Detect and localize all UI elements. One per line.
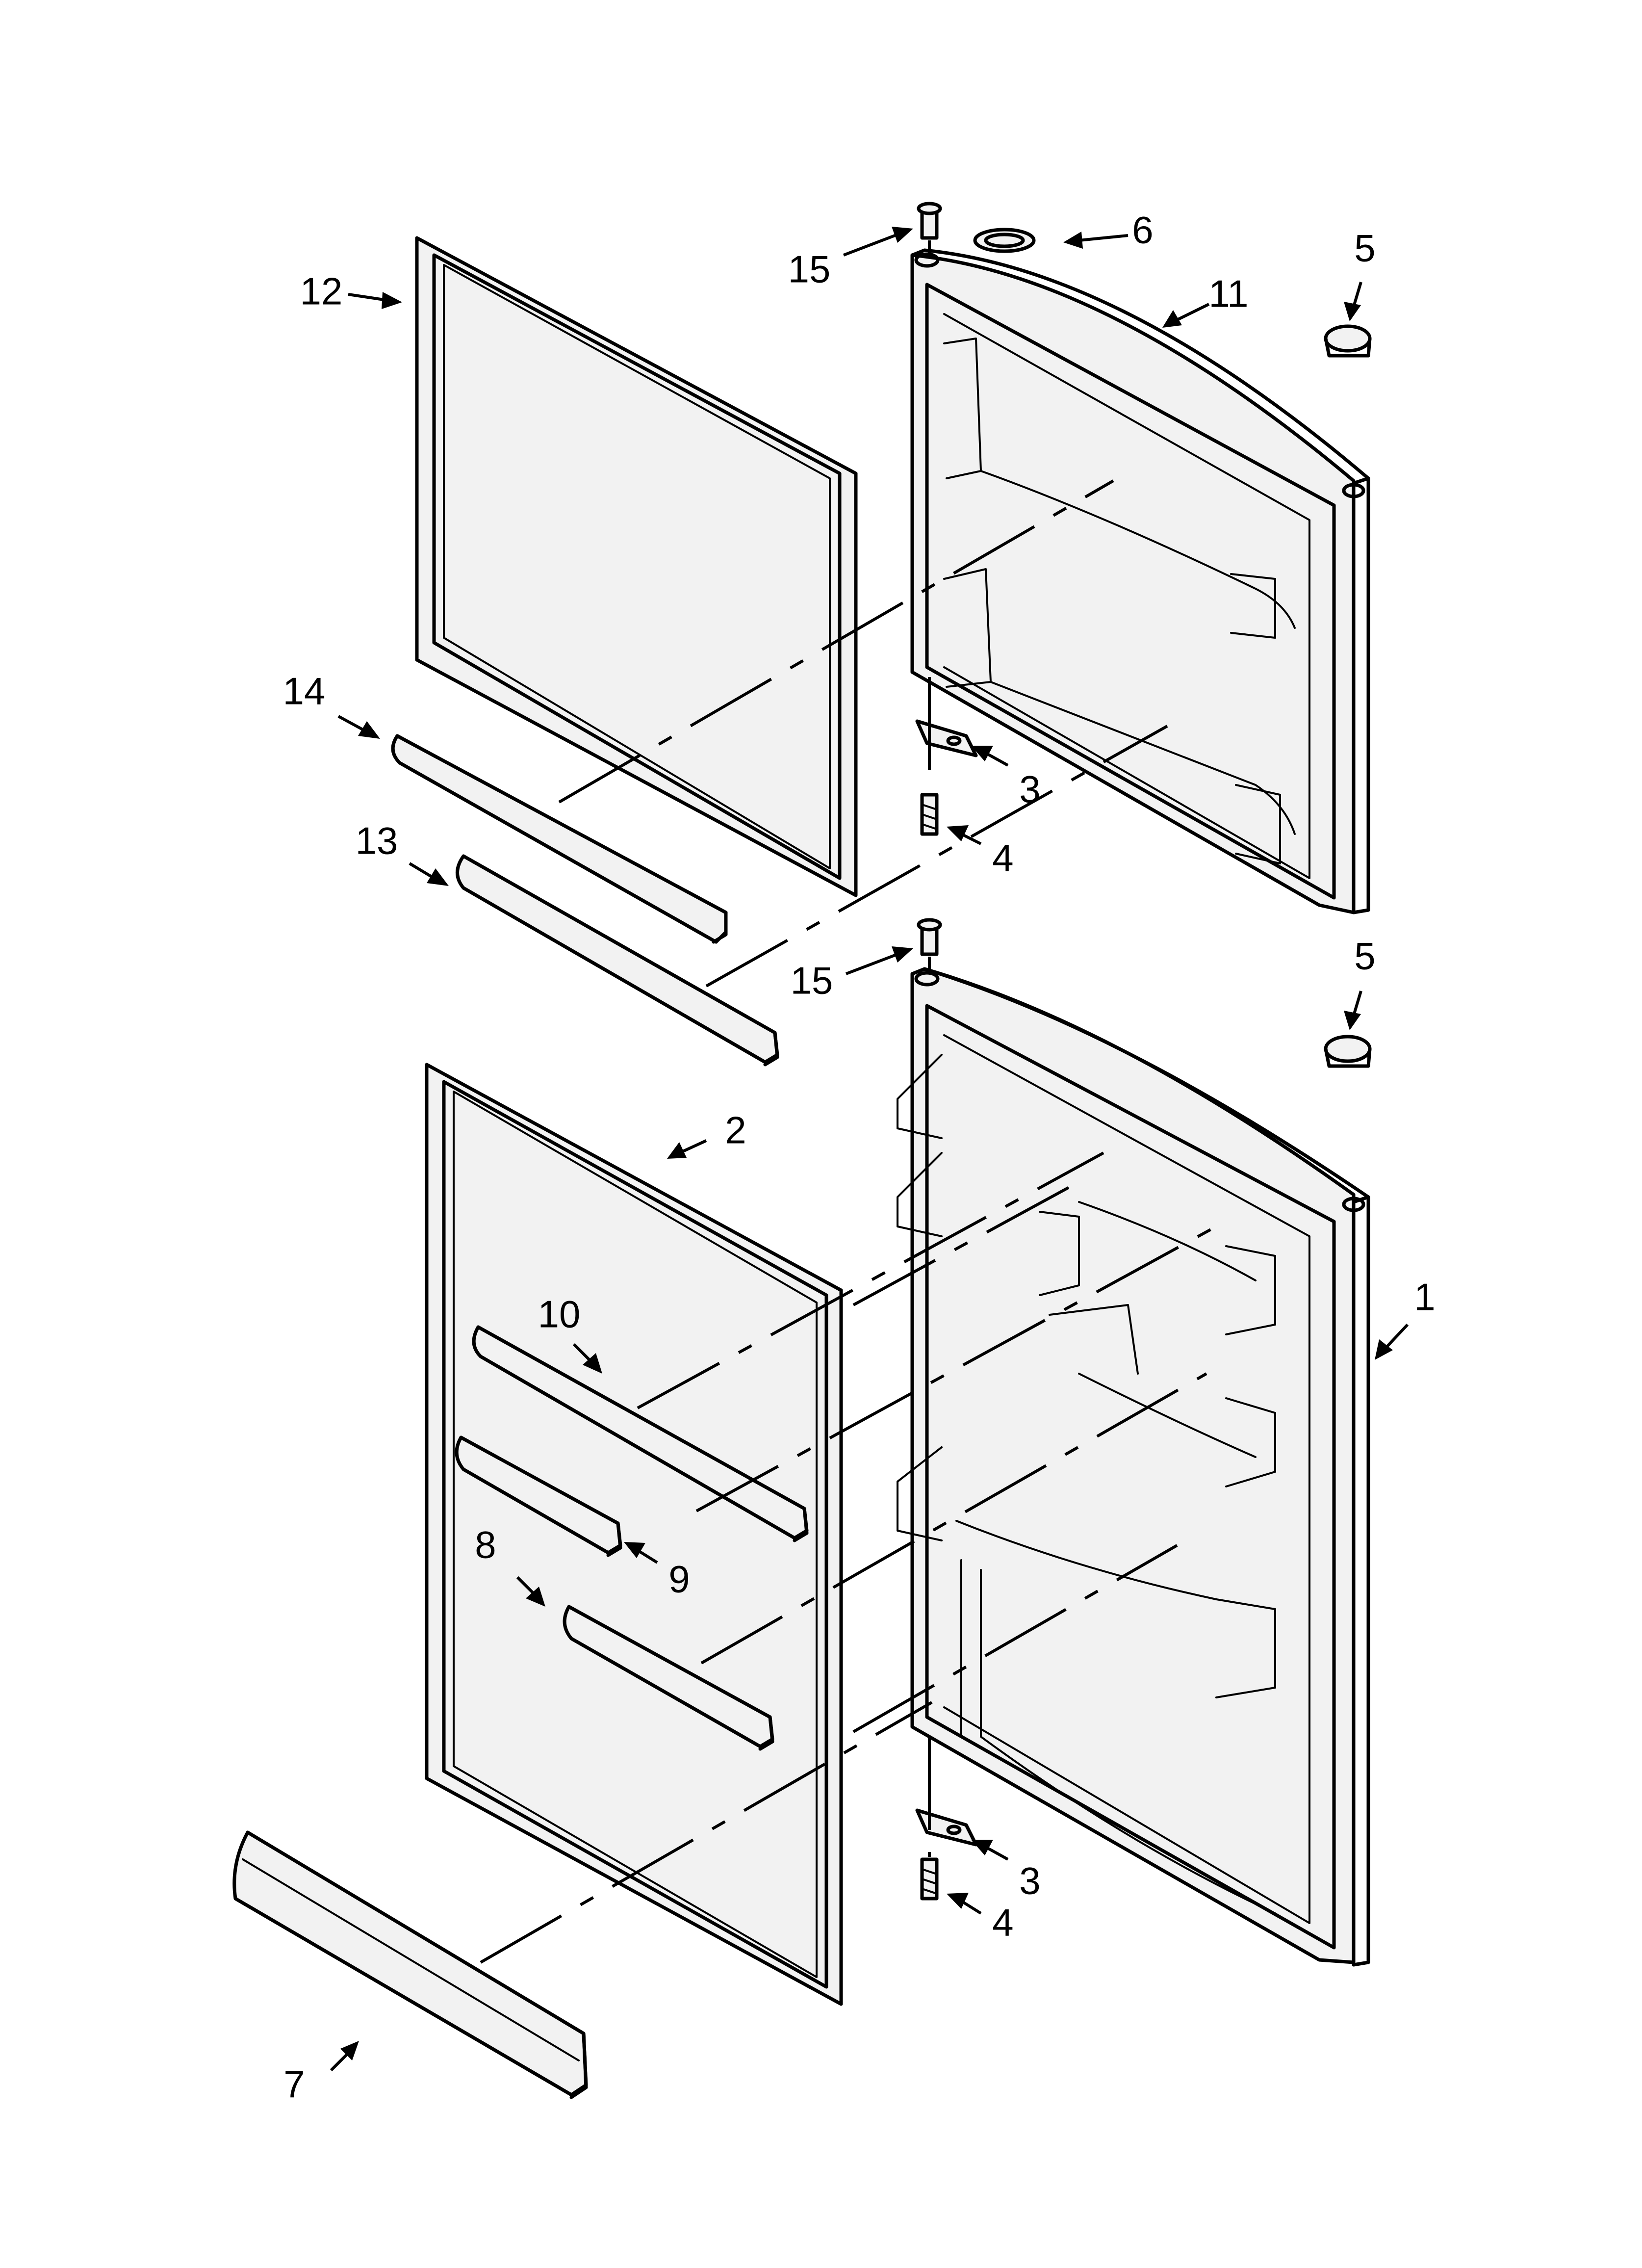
callout-10: 10 (538, 1293, 581, 1336)
callout-7: 7 (283, 2063, 305, 2106)
callout-14: 14 (283, 670, 326, 713)
fresh-food-door-shelf-9 (455, 1435, 622, 1557)
callout-15-upper: 15 (788, 248, 831, 291)
alignment-lines (480, 240, 1217, 1964)
hinge-pin-lower (917, 918, 942, 956)
callout-5-lower: 5 (1354, 935, 1375, 978)
freezer-door-gasket (415, 236, 858, 897)
hinge-bracket-upper (915, 719, 978, 757)
callout-3-lower: 3 (1019, 1859, 1040, 1903)
freezer-door-shelf-14 (391, 734, 728, 944)
hinge-screw-upper (920, 793, 939, 836)
callout-3-upper: 3 (1019, 768, 1040, 811)
fresh-food-door-shelf-10 (472, 1325, 809, 1542)
fresh-food-door (897, 967, 1370, 1967)
callout-15-lower: 15 (791, 959, 833, 1002)
leader-arrows (330, 227, 1409, 2072)
callout-1: 1 (1414, 1276, 1435, 1319)
callout-labels: 12 15 6 11 5 14 13 3 4 15 5 2 10 1 9 8 3… (283, 209, 1436, 2106)
callout-4-upper: 4 (992, 836, 1013, 880)
washer (973, 228, 1036, 253)
callout-9: 9 (668, 1558, 690, 1601)
freezer-door (910, 248, 1370, 914)
freezer-door-shelf-13 (456, 854, 779, 1067)
hinge-bracket-lower (915, 1808, 978, 1847)
callout-8: 8 (475, 1523, 496, 1566)
callout-12: 12 (300, 270, 343, 313)
hinge-pin-upper (917, 202, 942, 240)
fresh-food-door-gasket (425, 1063, 843, 2006)
callout-2: 2 (725, 1109, 746, 1152)
fresh-food-door-shelf-8 (563, 1605, 774, 1751)
hinge-cap-upper (1324, 324, 1372, 358)
callout-11: 11 (1209, 272, 1249, 315)
door-bottom-trim (232, 1830, 588, 2099)
callout-5-upper: 5 (1354, 227, 1375, 270)
hinge-screw-lower (920, 1857, 939, 1901)
callout-6: 6 (1132, 209, 1153, 252)
hinge-cap-lower (1324, 1035, 1372, 1068)
callout-4-lower: 4 (992, 1901, 1013, 1944)
callout-13: 13 (356, 819, 398, 862)
